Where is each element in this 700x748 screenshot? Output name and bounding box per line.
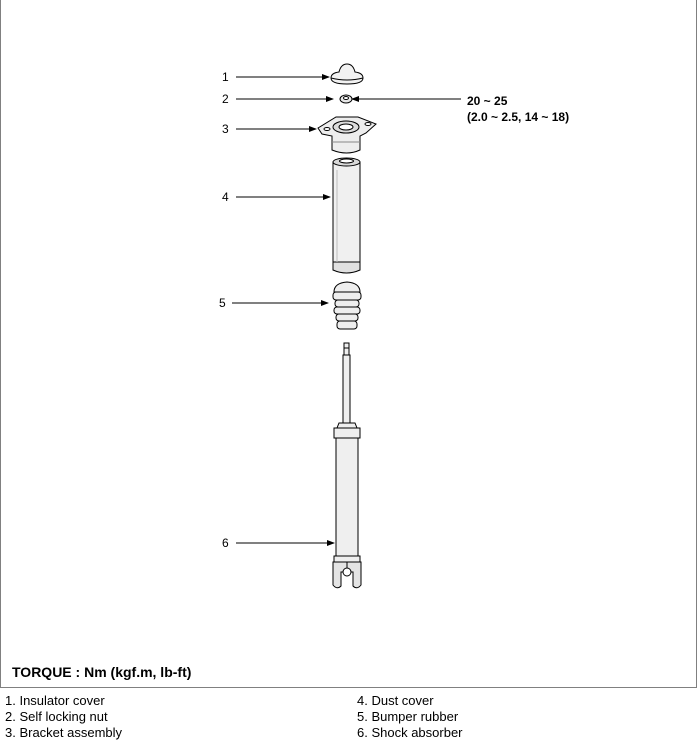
callout-1: 1: [222, 70, 229, 84]
callout-3: 3: [222, 122, 229, 136]
shock-absorber-part: [332, 342, 362, 589]
legend-item-shock-absorber: 6. Shock absorber: [357, 725, 463, 740]
callout-2: 2: [222, 92, 229, 106]
legend-left: 1. Insulator cover 2. Self locking nut 3…: [5, 693, 122, 741]
torque-units-label: TORQUE : Nm (kgf.m, lb-ft): [12, 664, 192, 680]
shock-absorber-exploded-diagram: 1 2 3 4 5 6 20 ~ 25 (2.0 ~ 2.5, 14 ~ 18): [219, 63, 569, 589]
leader-lines: [232, 74, 461, 546]
legend-item-insulator-cover: 1. Insulator cover: [5, 693, 105, 708]
torque-spec-conversion: (2.0 ~ 2.5, 14 ~ 18): [467, 110, 569, 124]
legend-item-bracket-assembly: 3. Bracket assembly: [5, 725, 123, 740]
diagram-frame: [0, 0, 697, 688]
legend-item-self-locking-nut: 2. Self locking nut: [5, 709, 108, 724]
callout-6: 6: [222, 536, 229, 550]
dust-cover-part: [332, 157, 361, 274]
bumper-rubber-part: [332, 281, 362, 330]
legend-item-bumper-rubber: 5. Bumper rubber: [357, 709, 459, 724]
self-locking-nut-part: [339, 94, 353, 104]
callout-5: 5: [219, 296, 226, 310]
bracket-assembly-part: [317, 116, 377, 154]
torque-spec-value: 20 ~ 25: [467, 94, 508, 108]
callout-4: 4: [222, 190, 229, 204]
legend-right: 4. Dust cover 5. Bumper rubber 6. Shock …: [357, 693, 463, 741]
legend-item-dust-cover: 4. Dust cover: [357, 693, 434, 708]
insulator-cover-part: [330, 63, 364, 85]
